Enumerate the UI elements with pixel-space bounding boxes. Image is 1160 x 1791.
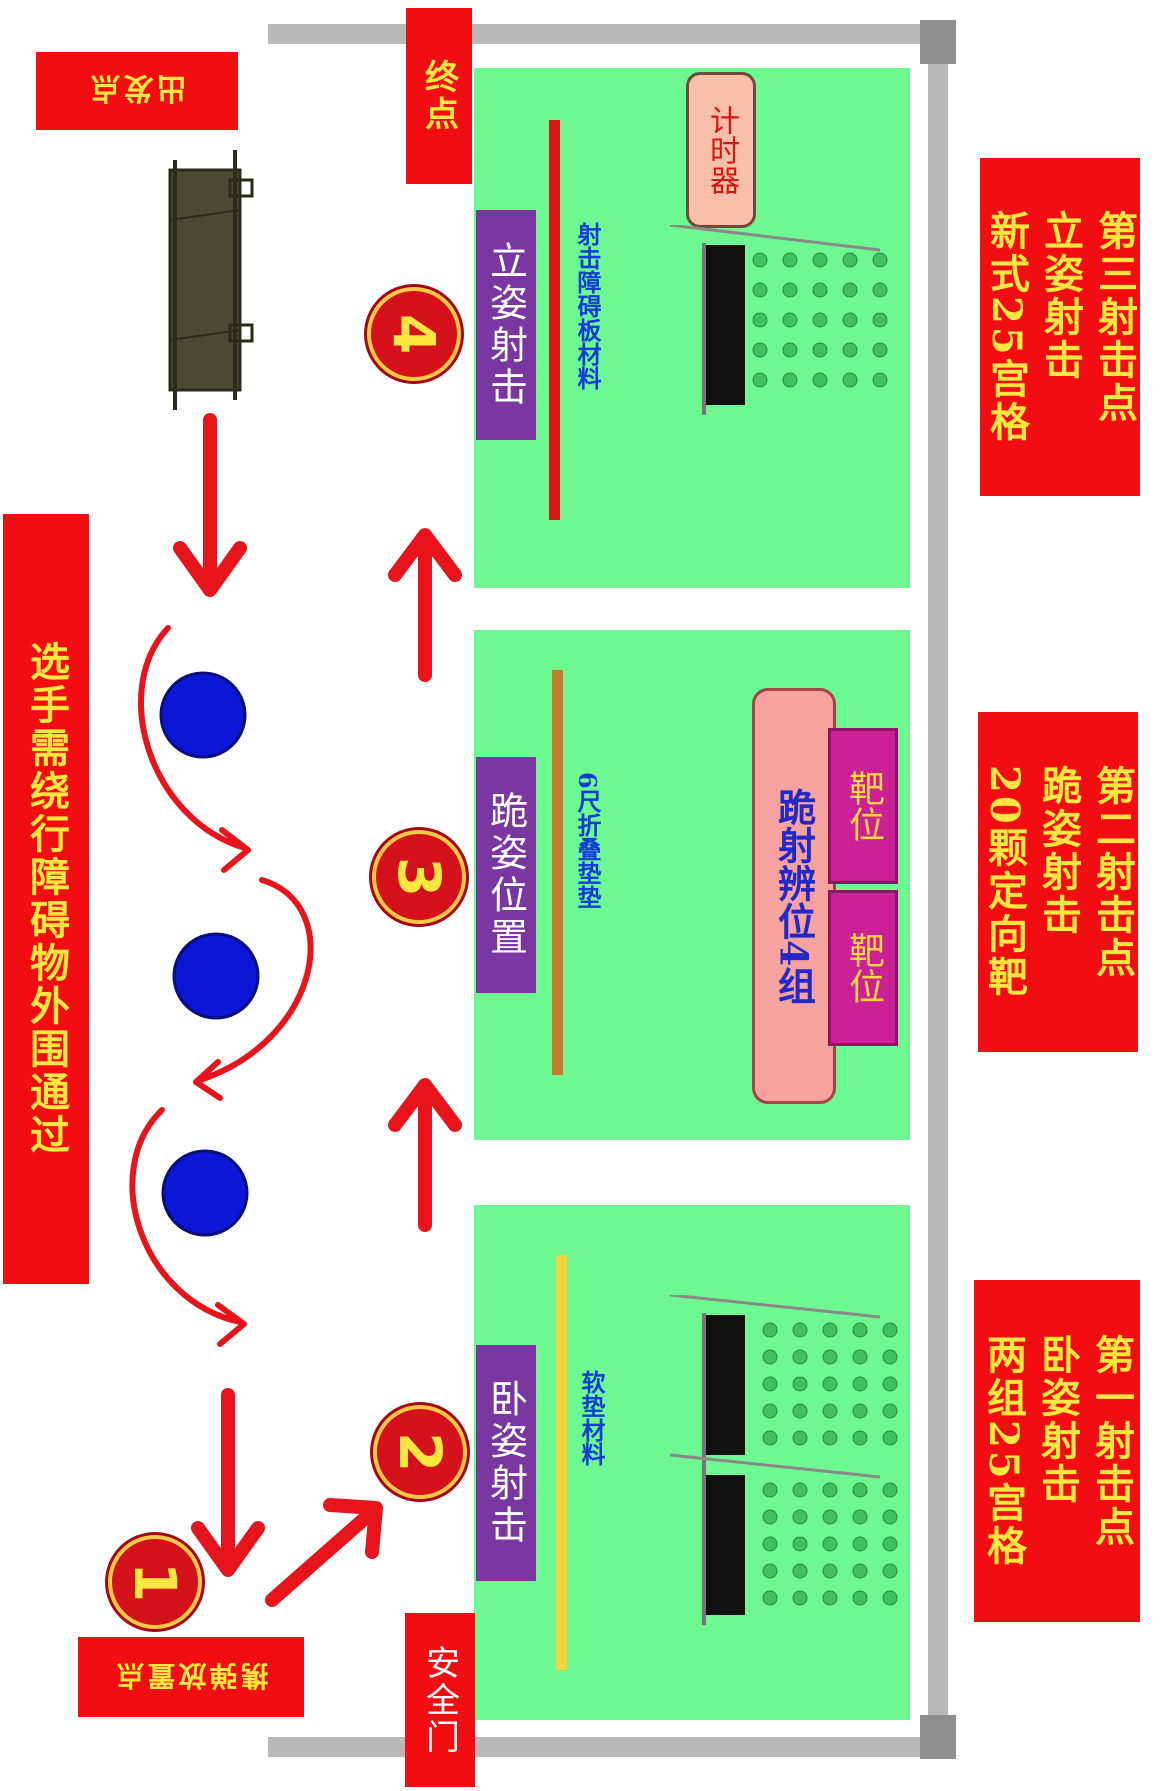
lane3-position-label: 跪姿位置 [476, 757, 536, 993]
badge-4: 4 [367, 287, 461, 381]
lane-prone [474, 1205, 910, 1720]
weave-2 [197, 877, 314, 1083]
obstacle-1 [159, 671, 247, 759]
lane2-bar [556, 1255, 567, 1670]
badge-2: 2 [373, 1405, 467, 1499]
lane3-bar [552, 670, 563, 1075]
badge-3: 3 [372, 830, 466, 924]
badge-1: 1 [108, 1535, 202, 1629]
rail-end-top [920, 20, 956, 64]
station-sign-1: 第一射击点 卧姿射击 两组25宫格 [974, 1280, 1140, 1622]
lane4-position-label: 立姿射击 [476, 210, 536, 440]
kneeling-group-label: 跪射辨位4组 [752, 688, 836, 1104]
lane2-material-label: 软垫材料 [577, 1370, 606, 1466]
obstacle-2 [172, 932, 260, 1020]
lane4-bar [549, 120, 560, 520]
rail-end-bottom [920, 1715, 956, 1759]
obstacle-instruction-sign: 选手需绕行障碍物外围通过 [3, 514, 89, 1284]
finish-sign: 终点 [406, 8, 472, 184]
target-rack-lane4 [669, 225, 888, 415]
lane3-material-label: 6尺折叠垫垫 [573, 772, 602, 909]
grid-25-targets [752, 252, 888, 388]
station-sign-3: 第三射击点 立姿射击 新式25宫格 [980, 158, 1140, 496]
arrow-1-to-2 [265, 1505, 379, 1607]
exit-sign: 安全门 [405, 1613, 475, 1787]
stretcher-icon [168, 150, 254, 410]
right-rail [928, 24, 948, 1757]
grid-25-targets-b [762, 1482, 898, 1606]
timer-label: 计时器 [686, 72, 756, 228]
obstacle-3 [161, 1149, 249, 1237]
grid-25-targets-a [762, 1322, 898, 1446]
target-rack-lane2 [669, 1295, 898, 1625]
station-sign-2: 第二射击点 跪姿射击 20颗定向靶 [978, 712, 1138, 1052]
target-slot-b: 靶位 [828, 890, 898, 1046]
weave-3 [129, 1107, 243, 1325]
lane2-position-label: 卧姿射击 [476, 1345, 536, 1581]
target-slot-a: 靶位 [828, 728, 898, 884]
lane4-material-label: 射击障碍板材料 [573, 222, 602, 390]
weave-1 [138, 625, 248, 851]
lane-kneeling [474, 630, 910, 1140]
